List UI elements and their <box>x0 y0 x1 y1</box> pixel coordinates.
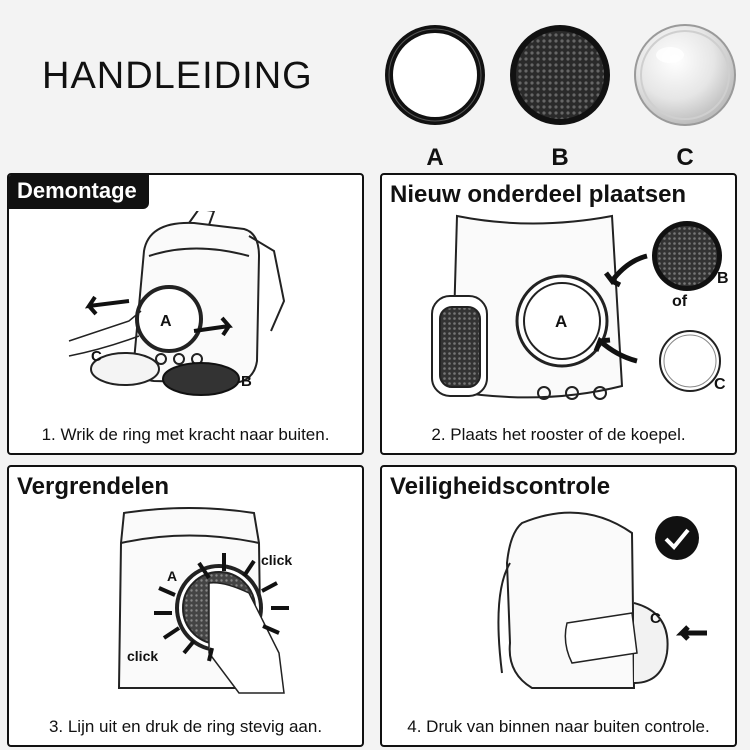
part-c: C <box>630 20 740 171</box>
safety-check-illustration: C <box>497 511 707 689</box>
label-c: C <box>91 348 102 365</box>
locking-illustration: A click click <box>117 507 292 694</box>
label-of: of <box>672 293 688 310</box>
panel-heading: Nieuw onderdeel plaatsen <box>390 181 687 208</box>
page-title: HANDLEIDING <box>42 55 313 97</box>
part-a: A <box>380 20 490 171</box>
part-c-label: C <box>676 144 694 171</box>
panel-caption: 2. Plaats het rooster of de koepel. <box>431 425 686 444</box>
part-b: B <box>505 20 615 171</box>
part-a-label: A <box>426 144 444 171</box>
label-c: C <box>714 376 726 393</box>
label-c: C <box>650 610 661 627</box>
label-click-bottom: click <box>127 648 158 664</box>
placement-illustration: A B of C <box>431 214 729 400</box>
label-a: A <box>167 568 177 584</box>
checkmark-icon <box>655 516 699 560</box>
parts-legend: A B C <box>380 20 736 171</box>
mesh-screen-icon <box>510 25 610 125</box>
label-b: B <box>717 270 729 287</box>
panel-heading: Demontage <box>9 175 149 209</box>
panel-heading: Veiligheidscontrole <box>390 473 611 500</box>
demontage-illustration: A C B <box>68 211 286 396</box>
panel-nieuw-onderdeel: Nieuw onderdeel plaatsen A B of C 2. Pla… <box>380 173 737 455</box>
label-a: A <box>160 313 172 330</box>
label-b: B <box>241 373 252 390</box>
panel-demontage: Demontage A C B 1. Wrik de ring met krac… <box>7 173 364 455</box>
panel-caption: 4. Druk van binnen naar buiten controle. <box>407 717 710 736</box>
label-a: A <box>555 312 567 331</box>
panel-caption: 1. Wrik de ring met kracht naar buiten. <box>41 425 330 444</box>
panel-heading: Vergrendelen <box>17 473 170 500</box>
panel-vergrendelen: Vergrendelen A click click 3. Lijn uit e… <box>7 465 364 747</box>
label-click-top: click <box>261 552 292 568</box>
dome-icon <box>634 24 736 126</box>
panel-caption: 3. Lijn uit en druk de ring stevig aan. <box>48 717 323 736</box>
panel-veiligheidscontrole: Veiligheidscontrole C 4. Druk van binnen… <box>380 465 737 747</box>
ring-icon <box>385 25 485 125</box>
part-b-label: B <box>551 144 569 171</box>
